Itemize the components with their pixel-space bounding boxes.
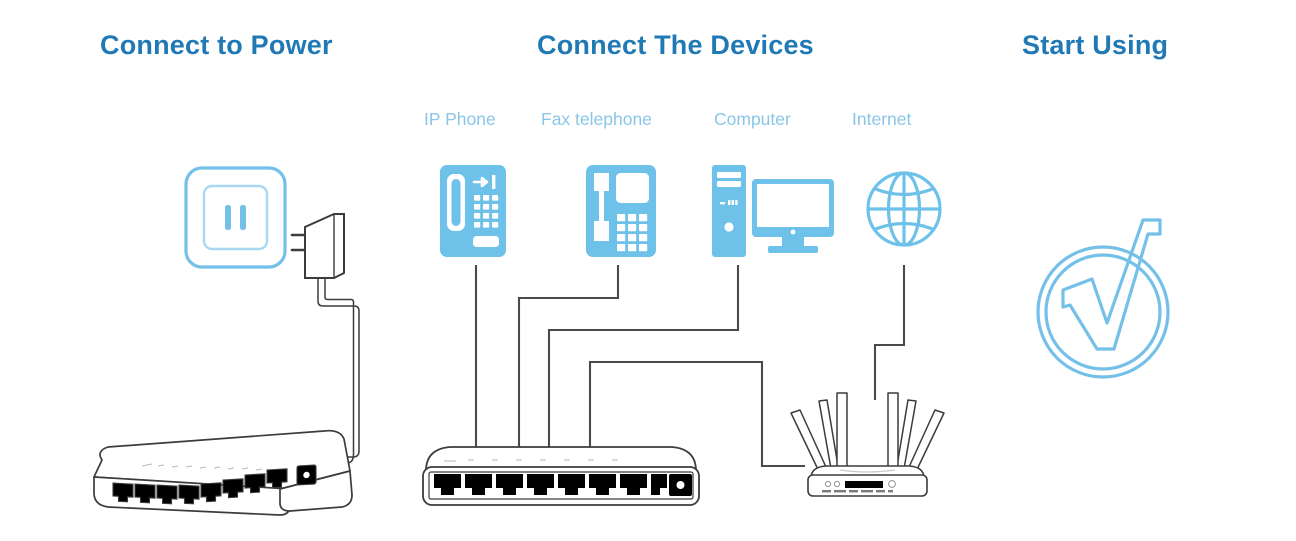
cable-internet	[873, 265, 906, 400]
power-adapter-icon	[288, 205, 398, 495]
fax-telephone-icon	[586, 165, 656, 257]
label-internet: Internet	[852, 109, 912, 129]
label-ip-phone: IP Phone	[424, 109, 496, 129]
desktop-computer-icon	[712, 165, 834, 257]
cable-fax	[517, 265, 620, 462]
heading-start-using: Start Using	[1022, 30, 1169, 60]
label-fax-telephone: Fax telephone	[541, 109, 652, 129]
heading-connect-the-devices: Connect The Devices	[537, 30, 814, 60]
heading-connect-to-power: Connect to Power	[100, 30, 333, 60]
power-outlet-icon	[183, 165, 288, 270]
network-switch-perspective	[84, 425, 359, 530]
ip-phone-icon	[440, 165, 506, 257]
globe-icon	[865, 170, 943, 248]
network-switch-front	[420, 437, 702, 509]
cable-router	[588, 360, 805, 468]
cable-computer	[547, 265, 740, 462]
check-circle-icon	[1035, 215, 1185, 415]
wireless-router	[780, 385, 955, 500]
label-computer: Computer	[714, 109, 791, 129]
center-switch-power-jack	[669, 474, 692, 496]
left-switch-power-jack	[296, 464, 317, 486]
